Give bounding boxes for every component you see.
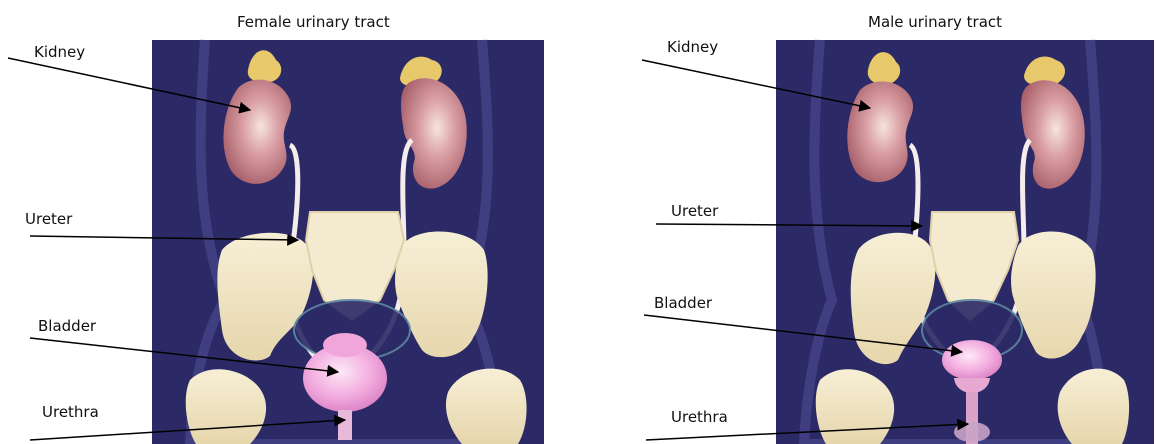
female-kidney-label: Kidney — [34, 43, 85, 61]
female-bladder-label: Bladder — [38, 317, 97, 335]
female-left-kidney — [223, 80, 291, 184]
female-panel: Female urinary tract Kidney Ureter Bladd… — [8, 13, 544, 444]
male-bladder — [942, 340, 1002, 380]
male-panel: Male urinary tract Kidney Ureter Bladder… — [642, 13, 1154, 444]
female-urethra — [338, 410, 352, 440]
male-urethra-label: Urethra — [671, 408, 728, 426]
male-title: Male urinary tract — [868, 13, 1002, 31]
male-ureter-label: Ureter — [671, 202, 719, 220]
male-bladder-label: Bladder — [654, 294, 713, 312]
female-title: Female urinary tract — [237, 13, 390, 31]
male-left-kidney — [847, 81, 913, 182]
male-kidney-label: Kidney — [667, 38, 718, 56]
female-ureter-label: Ureter — [25, 210, 73, 228]
female-bladder-top — [323, 333, 367, 357]
female-urethra-label: Urethra — [42, 403, 99, 421]
